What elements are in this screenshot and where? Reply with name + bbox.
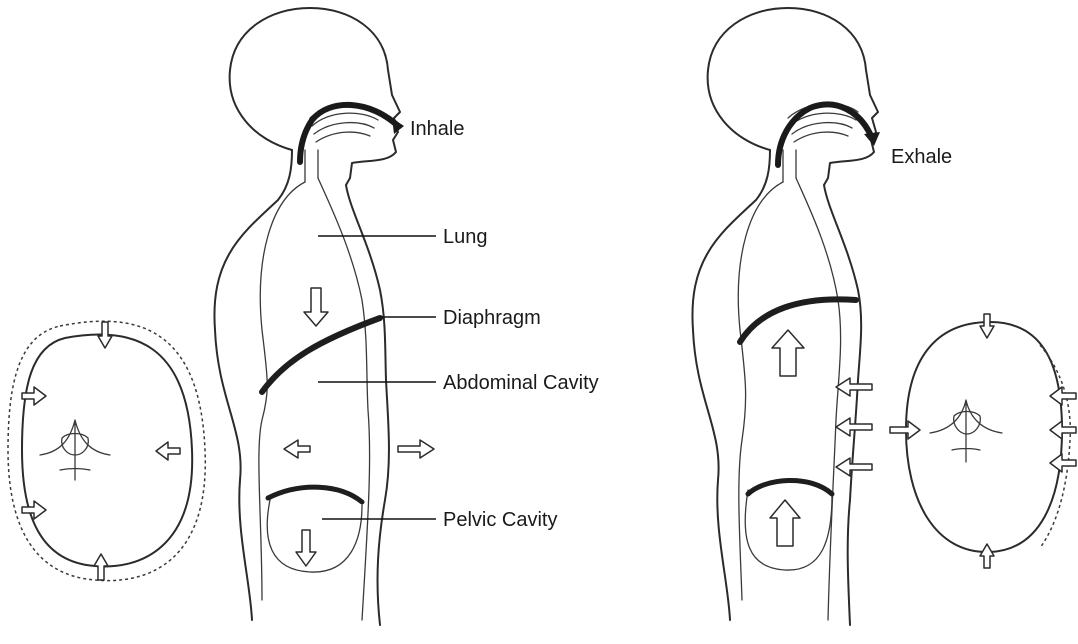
exhale-pelvic-floor [748, 480, 832, 494]
inhale-head-outline [230, 8, 400, 185]
inhale-diaphragm [262, 318, 380, 392]
down-arrow-icon [304, 288, 328, 326]
inhale-back-outline [214, 150, 292, 620]
exhale-cross-section [890, 314, 1076, 568]
exhale-back-outline [692, 150, 770, 620]
exhale-inner-front [796, 178, 841, 620]
exhale-figure [692, 8, 880, 625]
pelvic-cavity-label: Pelvic Cavity [443, 509, 557, 531]
down-arrow-icon [296, 530, 316, 566]
exhale-label: Exhale [891, 146, 952, 168]
up-arrow-icon [770, 500, 800, 546]
exhale-head-outline [708, 8, 878, 185]
left-arrow-icon [836, 458, 872, 476]
inhale-pelvic-outline [267, 500, 362, 572]
diaphragm-label: Diaphragm [443, 307, 541, 329]
inhale-pelvic-floor [268, 487, 362, 502]
left-arrow-icon [836, 378, 872, 396]
up-arrow-icon [772, 330, 804, 376]
inhale-arrows [284, 288, 434, 566]
inhale-inner-front [318, 178, 370, 620]
lung-label: Lung [443, 226, 488, 248]
right-arrow-icon [398, 440, 434, 458]
inhale-cross-section [8, 321, 205, 580]
inhale-label: Inhale [410, 118, 465, 140]
abdominal-cavity-label: Abdominal Cavity [443, 372, 599, 394]
left-arrow-icon [284, 440, 310, 458]
